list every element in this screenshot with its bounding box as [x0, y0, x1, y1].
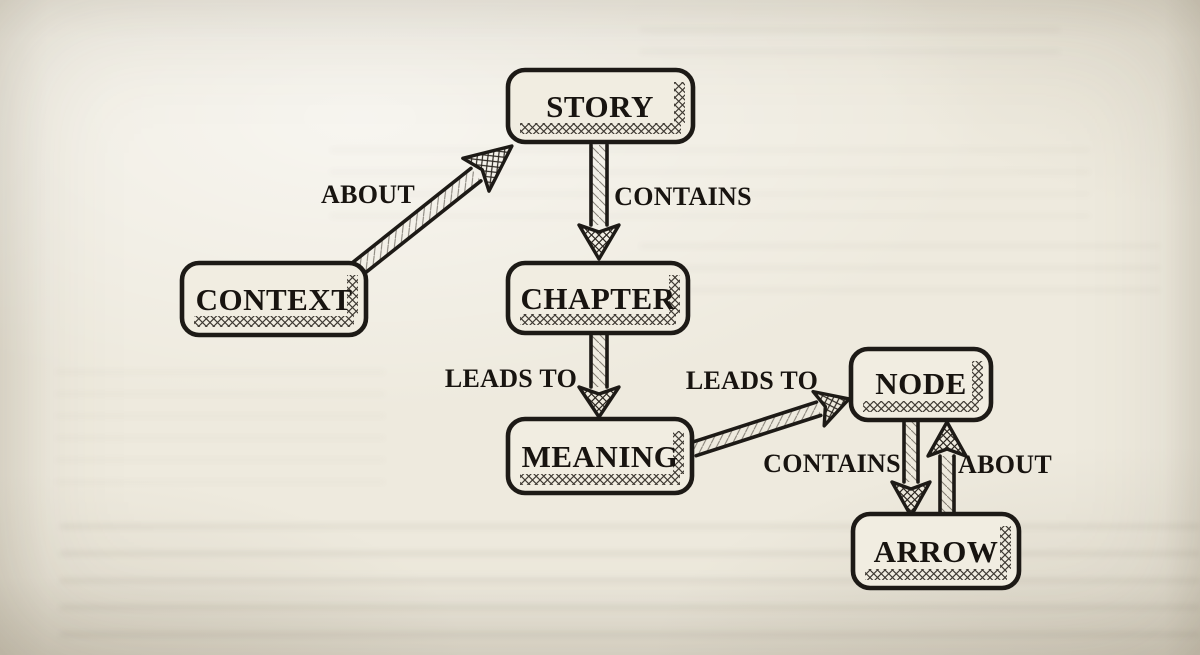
hatch-band-right: [673, 431, 684, 474]
arrow-shaft: [591, 334, 607, 387]
arrow-shaft-outline: [690, 400, 823, 458]
hatch-band-bottom: [863, 401, 979, 412]
arrow-shaft-outline: [339, 166, 483, 287]
arrow-shaft: [904, 421, 918, 482]
hatch-band-bottom: [520, 123, 681, 134]
hatch-band-bottom: [865, 569, 1007, 580]
node-node: NODE: [848, 346, 994, 423]
arrow-shaft: [342, 168, 481, 284]
edge-label-about-context-story: ABOUT: [321, 180, 415, 209]
node-arrow-label: ARROW: [874, 534, 999, 569]
arrow-shaft: [591, 145, 607, 225]
edge-chapter-meaning: [577, 332, 621, 419]
edge-label-contains-node-arrow: CONTAINS: [763, 449, 901, 478]
node-context: CONTEXT: [179, 260, 369, 338]
edge-story-chapter: [577, 143, 621, 261]
arrow-head: [811, 389, 851, 428]
edge-meaning-node: [690, 389, 851, 458]
hatch-band-right: [972, 361, 983, 401]
edge-context-story: [339, 144, 514, 287]
edge-arrow-node: [926, 420, 968, 516]
node-arrow: ARROW: [850, 511, 1022, 591]
arrow-head: [890, 480, 932, 518]
node-chapter: CHAPTER: [505, 260, 691, 336]
hatch-band-right: [347, 275, 358, 316]
node-story-label: STORY: [546, 89, 654, 124]
hatch-band-right: [1000, 526, 1011, 569]
arrow-shaft-outline: [589, 143, 609, 227]
hatch-band-bottom: [520, 474, 680, 485]
arrow-head: [577, 223, 621, 261]
hatch-band-right: [669, 275, 680, 314]
node-chapter-label: CHAPTER: [520, 281, 675, 316]
arrow-head: [926, 420, 968, 458]
edge-label-contains-story-chapter: CONTAINS: [614, 182, 752, 211]
arrow-shaft-outline: [902, 419, 920, 484]
hatch-band-right: [674, 82, 685, 123]
edge-node-arrow: [890, 419, 932, 518]
edge-label-leadsto-meaning-node: LEADS TO: [686, 366, 818, 395]
hatch-band-bottom: [194, 316, 354, 327]
node-meaning: MEANING: [505, 416, 695, 496]
node-story: STORY: [505, 67, 696, 145]
node-node-label: NODE: [875, 366, 967, 401]
node-context-label: CONTEXT: [196, 282, 353, 317]
arrow-head: [461, 144, 514, 193]
hatch-band-bottom: [520, 314, 676, 325]
arrow-shaft-outline: [589, 332, 609, 389]
node-meaning-label: MEANING: [522, 439, 679, 474]
edge-label-about-arrow-node: ABOUT: [958, 450, 1052, 479]
arrow-head: [577, 385, 621, 419]
arrow-shaft: [940, 456, 954, 514]
arrow-shaft: [691, 402, 821, 456]
edge-label-leadsto-chapter-meaning: LEADS TO: [445, 364, 577, 393]
arrow-shaft-outline: [938, 454, 956, 516]
